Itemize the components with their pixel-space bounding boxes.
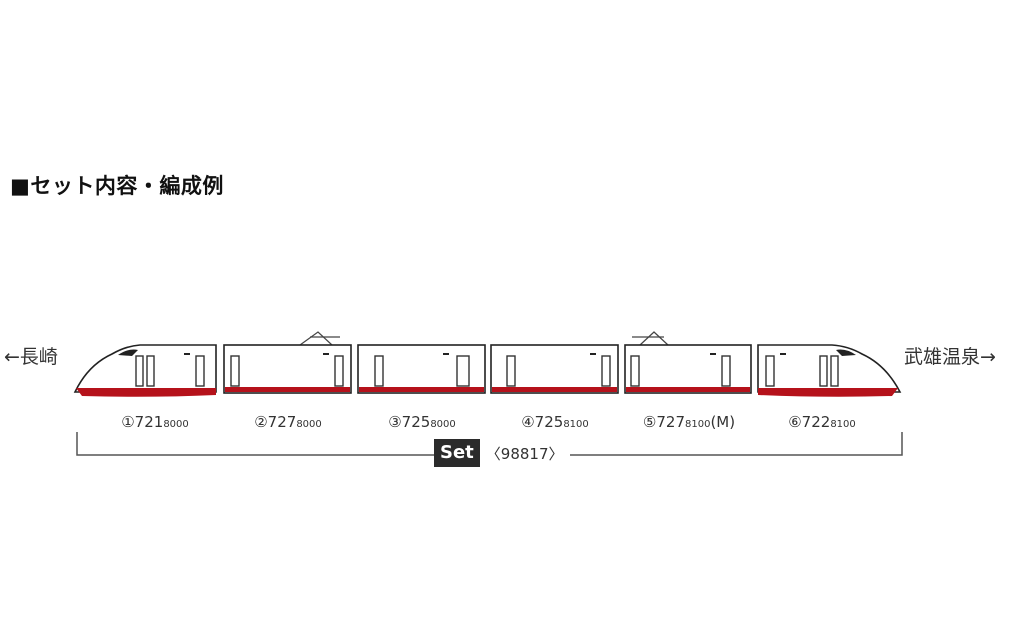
car-index: ① bbox=[121, 413, 135, 431]
car-3 bbox=[357, 344, 486, 394]
car-index: ⑤ bbox=[642, 413, 657, 431]
car-label-6: ⑥7228100 bbox=[788, 413, 856, 431]
destination-left: ←長崎 bbox=[4, 346, 58, 368]
car-label-4: ④7258100 bbox=[521, 413, 589, 431]
car-label-5: ⑤7278100(M) bbox=[643, 413, 735, 431]
car-series: 727 bbox=[267, 413, 297, 431]
set-label: Set 〈98817〉 bbox=[434, 438, 570, 468]
car-number: 8100 bbox=[563, 419, 589, 430]
car-number: 8000 bbox=[430, 419, 456, 430]
car-suffix: (M) bbox=[710, 413, 736, 431]
set-badge: Set bbox=[434, 439, 480, 467]
car-index: ② bbox=[254, 413, 268, 431]
car-number: 8100 bbox=[830, 419, 856, 430]
car-5 bbox=[624, 331, 752, 394]
car-2 bbox=[223, 331, 352, 394]
car-6 bbox=[757, 344, 902, 397]
car-index: ④ bbox=[521, 413, 535, 431]
car-series: 722 bbox=[801, 413, 831, 431]
car-index: ③ bbox=[388, 413, 402, 431]
car-series: 725 bbox=[401, 413, 431, 431]
car-label-3: ③7258000 bbox=[388, 413, 456, 431]
car-index: ⑥ bbox=[788, 413, 802, 431]
car-series: 725 bbox=[534, 413, 564, 431]
car-series: 721 bbox=[134, 413, 164, 431]
set-code: 〈98817〉 bbox=[485, 444, 564, 463]
section-title: ■セット内容・編成例 bbox=[10, 174, 224, 198]
car-4 bbox=[490, 344, 619, 394]
car-series: 727 bbox=[656, 413, 685, 431]
car-number: 8000 bbox=[296, 419, 322, 430]
car-number: 8100 bbox=[684, 419, 711, 430]
car-number: 8000 bbox=[163, 419, 189, 430]
car-label-2: ②7278000 bbox=[254, 413, 322, 431]
car-1 bbox=[73, 344, 217, 397]
car-label-1: ①7218000 bbox=[121, 413, 189, 431]
destination-right: 武雄温泉→ bbox=[904, 346, 996, 368]
